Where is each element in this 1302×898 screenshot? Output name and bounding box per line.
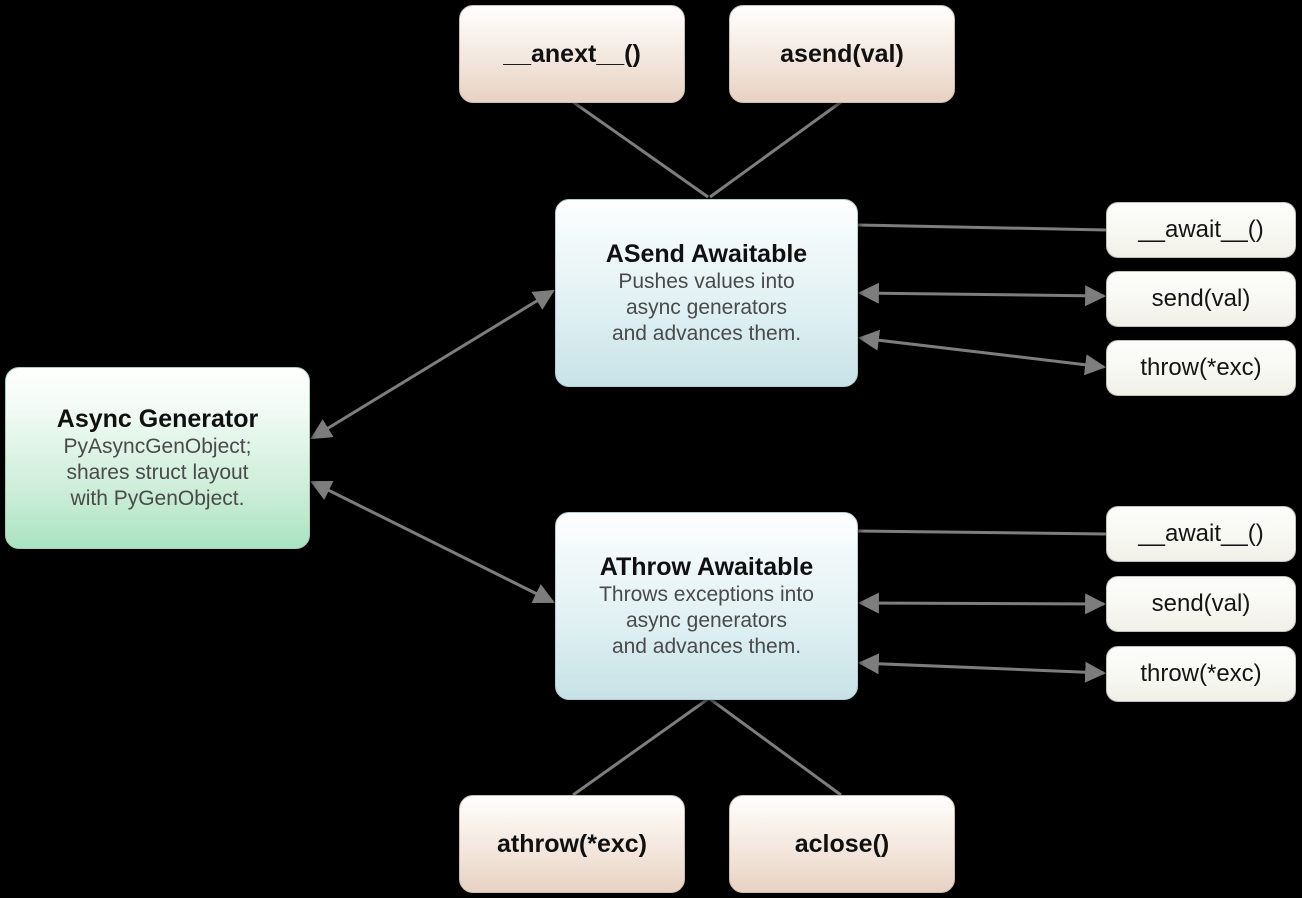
node-athrow-await[interactable]: __await__() <box>1106 506 1296 562</box>
node-asend-await-label: __await__() <box>1138 216 1264 243</box>
edge-athrow-to-athrow-awaitable <box>572 697 709 797</box>
node-athrow[interactable]: athrow(*exc) <box>459 795 685 893</box>
node-athrow-awaitable-title: AThrow Awaitable <box>599 553 814 581</box>
node-aclose[interactable]: aclose() <box>729 795 955 893</box>
node-athrow-awaitable-desc: Throws exceptions into async generators … <box>599 583 814 658</box>
node-async-generator[interactable]: Async Generator PyAsyncGenObject; shares… <box>5 367 310 549</box>
edge-asend-await <box>857 223 1107 232</box>
node-asend-throw[interactable]: throw(*exc) <box>1106 340 1296 396</box>
node-anext-label: __anext__() <box>503 40 641 68</box>
edge-aclose-to-athrow-awaitable <box>709 697 842 797</box>
edge-athrow-throw <box>857 653 1107 683</box>
edge-anext-to-asend <box>572 100 709 199</box>
node-athrow-throw[interactable]: throw(*exc) <box>1106 646 1296 702</box>
node-async-generator-title: Async Generator <box>56 405 259 433</box>
edge-athrow-send <box>857 592 1107 615</box>
edge-asyncgen-asend <box>310 289 555 440</box>
node-aclose-label: aclose() <box>794 830 890 858</box>
node-athrow-await-label: __await__() <box>1138 520 1264 547</box>
node-asend-label: asend(val) <box>780 40 904 68</box>
edge-asend-to-asend-awaitable <box>709 100 842 199</box>
edge-asyncgen-athrow <box>310 480 555 604</box>
edge-asend-throw <box>857 329 1107 376</box>
node-anext[interactable]: __anext__() <box>459 5 685 103</box>
node-asend-awaitable-desc: Pushes values into async generators and … <box>611 270 802 345</box>
node-athrow-label: athrow(*exc) <box>496 830 648 858</box>
node-athrow-awaitable[interactable]: AThrow Awaitable Throws exceptions into … <box>555 512 858 700</box>
node-asend-send[interactable]: send(val) <box>1106 271 1296 327</box>
node-asend-await[interactable]: __await__() <box>1106 202 1296 258</box>
node-asend-awaitable[interactable]: ASend Awaitable Pushes values into async… <box>555 199 858 387</box>
node-athrow-send[interactable]: send(val) <box>1106 576 1296 632</box>
node-asend-throw-label: throw(*exc) <box>1140 354 1262 381</box>
node-asend[interactable]: asend(val) <box>729 5 955 103</box>
node-asend-send-label: send(val) <box>1151 285 1251 312</box>
node-athrow-throw-label: throw(*exc) <box>1140 660 1262 687</box>
edge-asend-send <box>857 282 1107 307</box>
node-athrow-send-label: send(val) <box>1151 590 1251 617</box>
node-asend-awaitable-title: ASend Awaitable <box>605 240 808 268</box>
node-async-generator-desc: PyAsyncGenObject; shares struct layout w… <box>63 435 252 510</box>
edge-athrow-await <box>857 529 1107 536</box>
